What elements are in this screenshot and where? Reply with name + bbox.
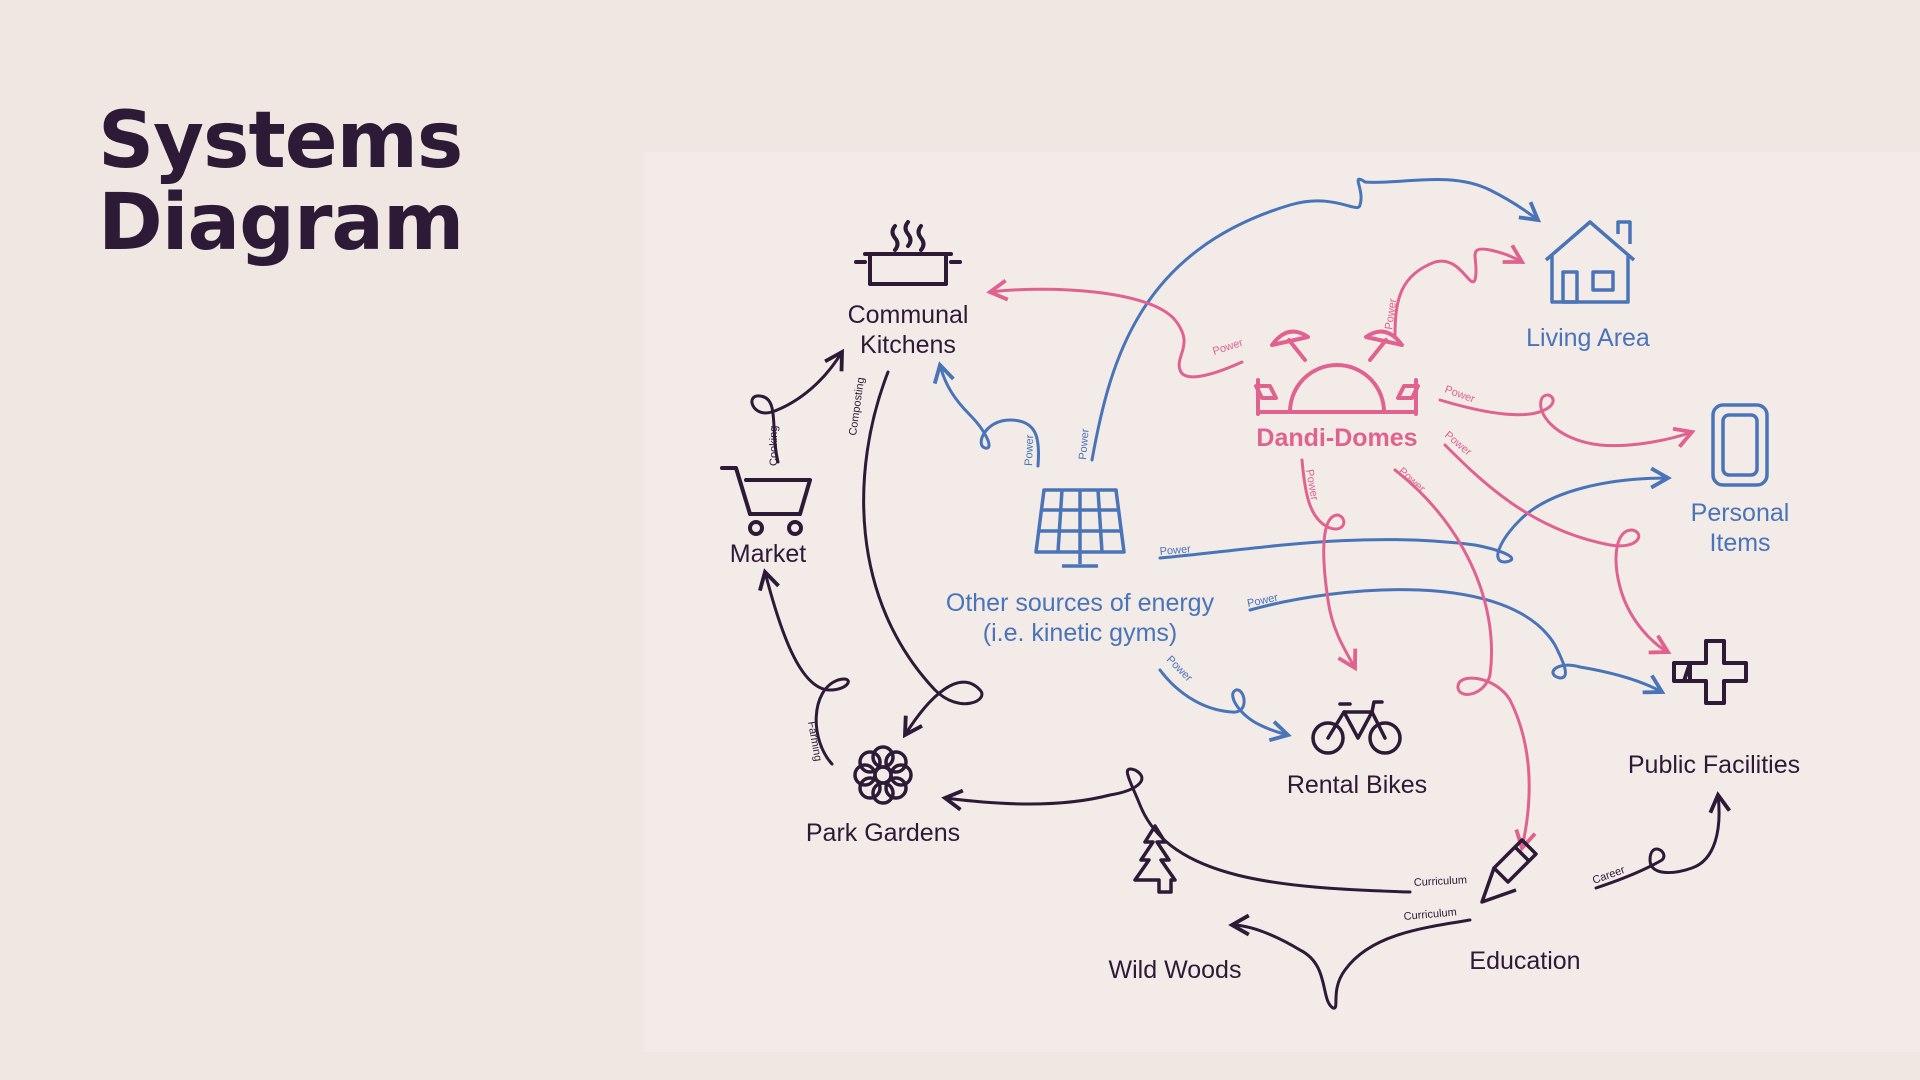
edge-kitchens-to-gardens (862, 370, 984, 739)
edge-energy-to-rental-bikes (1158, 668, 1292, 743)
house-icon (1544, 220, 1636, 304)
shopping-cart-icon (720, 466, 812, 536)
edge-domes-to-rental-bikes (1300, 458, 1358, 672)
title-line-1: Systems (98, 96, 463, 186)
edge-label-cooking: Cooking (768, 426, 780, 466)
edge-domes-to-public-facilities (1443, 443, 1672, 655)
edge-education-to-woods (1228, 913, 1472, 1010)
node-public-facilities: Public Facilities (1628, 639, 1800, 779)
node-park-gardens: Park Gardens (806, 745, 960, 847)
edge-domes-to-living-area (1393, 244, 1526, 338)
node-label-education: Education (1469, 947, 1580, 975)
edge-energy-to-kitchens (932, 361, 1040, 468)
node-personal-items: Personal Items (1691, 403, 1790, 557)
edge-label-farming: Farming (805, 720, 824, 762)
edge-energy-to-living-area (1090, 177, 1542, 462)
node-label-kitchens-line1: Communal (848, 301, 969, 329)
solar-panel-icon (1034, 488, 1126, 568)
dome-icon (1254, 329, 1420, 416)
edge-label-power-2: Power (1077, 428, 1092, 460)
edge-label-composting: Composting (847, 377, 867, 437)
node-label-energy-line2: (i.e. kinetic gyms) (983, 619, 1177, 647)
pencil-icon (1480, 838, 1538, 904)
edge-energy-to-personal-items (1158, 466, 1672, 564)
edge-label-power-7: Power (1383, 298, 1399, 331)
node-other-energy: Other sources of energy (i.e. kinetic gy… (946, 488, 1215, 647)
node-label-kitchens-line2: Kitchens (860, 331, 956, 359)
node-label-living-area: Living Area (1526, 324, 1650, 352)
node-label-market: Market (730, 540, 806, 568)
edge-label-power-6: Power (1211, 337, 1245, 358)
edge-education-to-gardens (941, 767, 1412, 894)
node-living-area: Living Area (1526, 220, 1650, 352)
cooking-pot-icon (854, 220, 962, 286)
node-dandi-domes: Dandi-Domes (1254, 329, 1420, 452)
node-label-park-gardens: Park Gardens (806, 819, 960, 847)
bicycle-icon (1311, 700, 1402, 755)
node-label-energy-line1: Other sources of energy (946, 589, 1215, 617)
node-rental-bikes: Rental Bikes (1287, 700, 1427, 799)
phone-icon (1711, 403, 1769, 487)
node-education: Education (1469, 838, 1581, 975)
edge-label-power-9: Power (1442, 429, 1474, 458)
page-title: Systems Diagram (98, 96, 464, 268)
edge-label-power-10: Power (1303, 468, 1320, 501)
edge-market-to-kitchens (750, 348, 845, 464)
edge-domes-to-kitchens (986, 278, 1244, 379)
node-label-public-facilities: Public Facilities (1628, 751, 1800, 779)
node-label-dandi-domes: Dandi-Domes (1256, 424, 1417, 452)
flower-icon (853, 745, 913, 805)
node-communal-kitchens: Communal Kitchens (848, 220, 969, 359)
node-label-wild-woods: Wild Woods (1109, 956, 1242, 984)
node-label-rental-bikes: Rental Bikes (1287, 771, 1427, 799)
edge-gardens-to-market (758, 568, 850, 766)
edge-energy-to-public-facilities (1248, 588, 1666, 695)
node-label-personal-line2: Items (1709, 529, 1770, 557)
node-wild-woods: Wild Woods (1109, 824, 1242, 984)
tree-icon (1133, 824, 1177, 894)
node-label-personal-line1: Personal (1691, 499, 1790, 527)
node-market: Market (720, 466, 812, 568)
medical-cross-icon (1672, 639, 1748, 705)
edge-domes-to-personal-items (1438, 393, 1696, 449)
edge-domes-to-education (1393, 468, 1537, 852)
edge-label-power-1: Power (1023, 434, 1036, 466)
edge-label-curriculum-1: Curriculum (1414, 874, 1468, 889)
edge-label-curriculum-2: Curriculum (1403, 906, 1457, 923)
title-line-2: Diagram (98, 178, 464, 268)
edge-label-power-3: Power (1159, 543, 1191, 558)
edge-label-power-11: Power (1396, 465, 1427, 495)
edge-education-to-public-facilities (1594, 791, 1731, 890)
